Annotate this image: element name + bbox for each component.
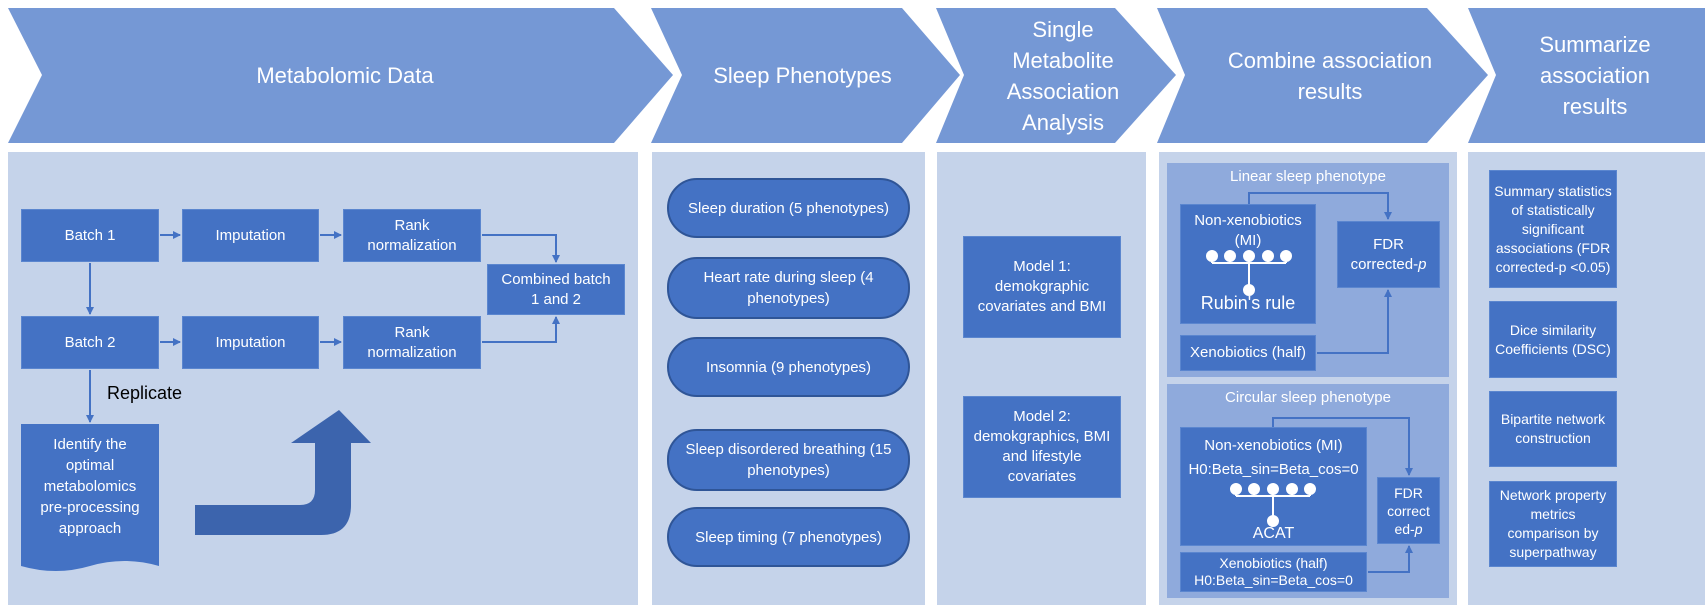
chevron-single <box>936 8 1176 143</box>
circular-rule-label: ACAT <box>1252 525 1295 542</box>
chevron-metabolomic <box>8 8 673 143</box>
circular-fdr-label: FDR correct ed-p <box>1387 484 1430 537</box>
sleep-timing-pill: Sleep timing (7 phenotypes) <box>667 507 910 567</box>
circular-title: Circular sleep phenotype <box>1225 389 1391 406</box>
header-single: Single Metabolite Association Analysis <box>1006 16 1120 135</box>
linear-fdr-box: FDR corrected-p <box>1337 221 1440 288</box>
chevron-summarize <box>1468 8 1705 143</box>
replicate-label: Replicate <box>107 383 183 403</box>
linear-xeno-box: Xenobiotics (half) <box>1180 335 1316 371</box>
sleep-duration-pill: Sleep duration (5 phenotypes) <box>667 178 910 238</box>
bipartite-box: Bipartite network construction <box>1489 391 1617 467</box>
imputation1-box: Imputation <box>182 209 319 262</box>
imputation2-box: Imputation <box>182 316 319 369</box>
heart-rate-pill: Heart rate during sleep (4 phenotypes) <box>667 257 910 319</box>
circular-xeno-box: Xenobiotics (half)H0:Beta_sin=Beta_cos=0 <box>1180 552 1367 592</box>
chevron-sleep <box>651 8 960 143</box>
linear-title: Linear sleep phenotype <box>1230 168 1386 185</box>
header-sleep: Sleep Phenotypes <box>713 63 892 88</box>
chevron-combine <box>1157 8 1488 143</box>
summary-stats-box: Summary statistics of statistically sign… <box>1489 170 1617 288</box>
circular-fdr-box: FDR correct ed-p <box>1377 477 1440 544</box>
model2-box: Model 2: demokgraphics, BMI and lifestyl… <box>963 396 1121 498</box>
batch1-box: Batch 1 <box>21 209 159 262</box>
header-metabolomic: Metabolomic Data <box>256 63 434 88</box>
insomnia-pill: Insomnia (9 phenotypes) <box>667 337 910 397</box>
identify-label: Identify the optimal metabolomics pre-pr… <box>40 436 140 537</box>
header-summarize: Summarize association results <box>1539 32 1651 119</box>
batch2-box: Batch 2 <box>21 316 159 369</box>
rank2-box: Rank normalization <box>343 316 481 369</box>
network-metrics-box: Network property metrics comparison by s… <box>1489 481 1617 567</box>
combined-box: Combined batch 1 and 2 <box>487 264 625 315</box>
linear-rule-label: Rubin's rule <box>1200 293 1296 313</box>
model1-box: Model 1: demokgraphic covariates and BMI <box>963 236 1121 338</box>
circular-nonxeno-label: Non-xenobiotics (MI)H0:Beta_sin=Beta_cos… <box>1188 437 1359 478</box>
dice-box: Dice similarity Coefficients (DSC) <box>1489 301 1617 378</box>
linear-fdr-label: FDR corrected-p <box>1350 235 1427 273</box>
header-combine: Combine association results <box>1227 47 1433 104</box>
circular-xeno-label: Xenobiotics (half)H0:Beta_sin=Beta_cos=0 <box>1194 555 1353 588</box>
sleep-breathing-pill: Sleep disordered breathing (15 phenotype… <box>667 429 910 491</box>
rank1-box: Rank normalization <box>343 209 481 262</box>
panel-single <box>937 152 1146 605</box>
linear-nonxeno-label: Non-xenobiotics (MI) <box>1194 212 1302 249</box>
